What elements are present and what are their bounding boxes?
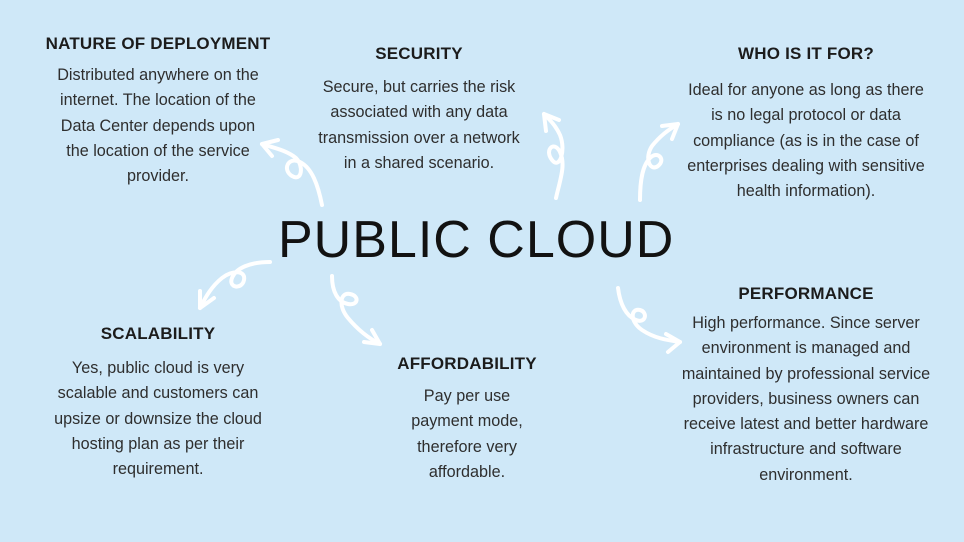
node-heading: NATURE OF DEPLOYMENT [45,34,271,53]
node-body: Pay per use payment mode, therefore very… [411,387,523,481]
node-body: Ideal for anyone as long as there is no … [687,81,925,201]
node-heading: WHO IS IT FOR? [738,44,874,63]
node-affordability: AFFORDABILITY Pay per use payment mode, … [392,354,542,485]
center-title: PUBLIC CLOUD [278,211,675,269]
node-heading: SECURITY [375,44,463,63]
node-body: Secure, but carries the risk associated … [318,78,520,172]
arrow-security [542,112,565,200]
node-performance: PERFORMANCE High performance. Since serv… [675,284,937,488]
node-security: SECURITY Secure, but carries the risk as… [310,44,528,176]
node-heading: SCALABILITY [100,324,216,343]
arrow-who [638,122,680,202]
node-nature-of-deployment: NATURE OF DEPLOYMENT Distributed anywher… [38,34,278,189]
node-heading: AFFORDABILITY [397,354,537,373]
node-scalability: SCALABILITY Yes, public cloud is very sc… [48,324,268,482]
arrow-affordability [330,274,382,346]
node-body: Distributed anywhere on the internet. Th… [57,66,259,186]
arrow-scalability [198,260,272,310]
node-body: Yes, public cloud is very scalable and c… [54,359,262,479]
node-who-is-it-for: WHO IS IT FOR? Ideal for anyone as long … [682,44,930,204]
node-heading: PERFORMANCE [738,284,874,303]
node-body: High performance. Since server environme… [681,314,931,484]
arrow-performance [616,286,682,354]
